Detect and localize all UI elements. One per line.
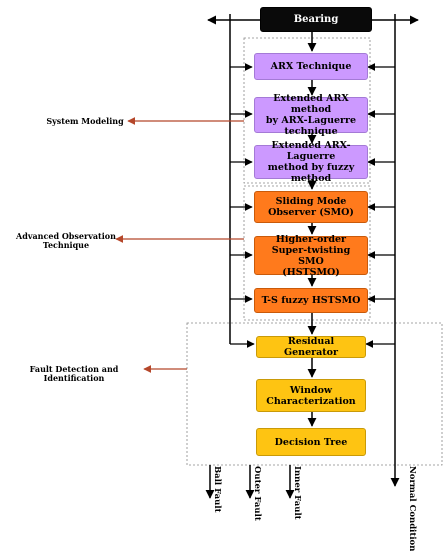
fuzzy-arx-line-3: method <box>290 173 332 184</box>
system-modeling-label: System Modeling <box>46 116 124 126</box>
window-line-1: Window <box>289 384 333 396</box>
extended-arx-line-1: Extended ARX method <box>273 93 349 115</box>
hstsmo-line-2: Super-twisting SMO <box>271 244 351 267</box>
normal-condition-label: Normal Condition <box>407 466 417 551</box>
decision-tree-block: Decision Tree <box>256 428 366 456</box>
residual-generator-block: Residual Generator <box>256 336 366 358</box>
bearing-label: Bearing <box>293 14 339 25</box>
outer-fault-label: Outer Fault <box>252 466 262 521</box>
extended-arx-line-3: technique <box>284 126 338 137</box>
ts-fuzzy-hstsmo-label: T-S fuzzy HSTSMO <box>261 295 361 306</box>
hstsmo-line-1: Higher-order <box>275 233 347 245</box>
smo-line-2: Observer (SMO) <box>268 207 354 218</box>
hstsmo-block: Higher-order Super-twisting SMO (HSTSMO) <box>254 233 368 278</box>
bearing-block: Bearing <box>260 7 372 32</box>
fault-detection-label: Fault Detection and Identification <box>29 364 119 383</box>
residual-generator-label: Residual Generator <box>284 336 338 358</box>
detection-group-frame <box>186 322 443 466</box>
modeling-group-frame <box>243 37 371 184</box>
fuzzy-arx-line-2: method by fuzzy <box>267 162 355 173</box>
arx-technique-label: ARX Technique <box>270 61 352 72</box>
arx-technique-block: ARX Technique <box>254 53 368 80</box>
hstsmo-line-3: (HSTSMO) <box>282 266 340 278</box>
extended-arx-line-2: by ARX-Laguerre <box>265 115 357 126</box>
ball-fault-label: Ball Fault <box>212 466 222 513</box>
smo-block: Sliding Mode Observer (SMO) <box>254 191 368 223</box>
ts-fuzzy-hstsmo-block: T-S fuzzy HSTSMO <box>254 288 368 313</box>
fuzzy-arx-block: Extended ARX-Laguerre method by fuzzy me… <box>254 140 368 184</box>
decision-tree-label: Decision Tree <box>274 436 348 448</box>
window-characterization-block: Window Characterization <box>256 379 366 412</box>
window-line-2: Characterization <box>266 395 356 407</box>
extended-arx-block: Extended ARX method by ARX-Laguerre tech… <box>254 93 368 137</box>
inner-fault-label: Inner Fault <box>292 466 302 520</box>
fuzzy-arx-line-1: Extended ARX-Laguerre <box>271 140 351 162</box>
advanced-observation-label: Advanced Observation Technique <box>16 231 116 250</box>
smo-line-1: Sliding Mode <box>275 196 347 207</box>
